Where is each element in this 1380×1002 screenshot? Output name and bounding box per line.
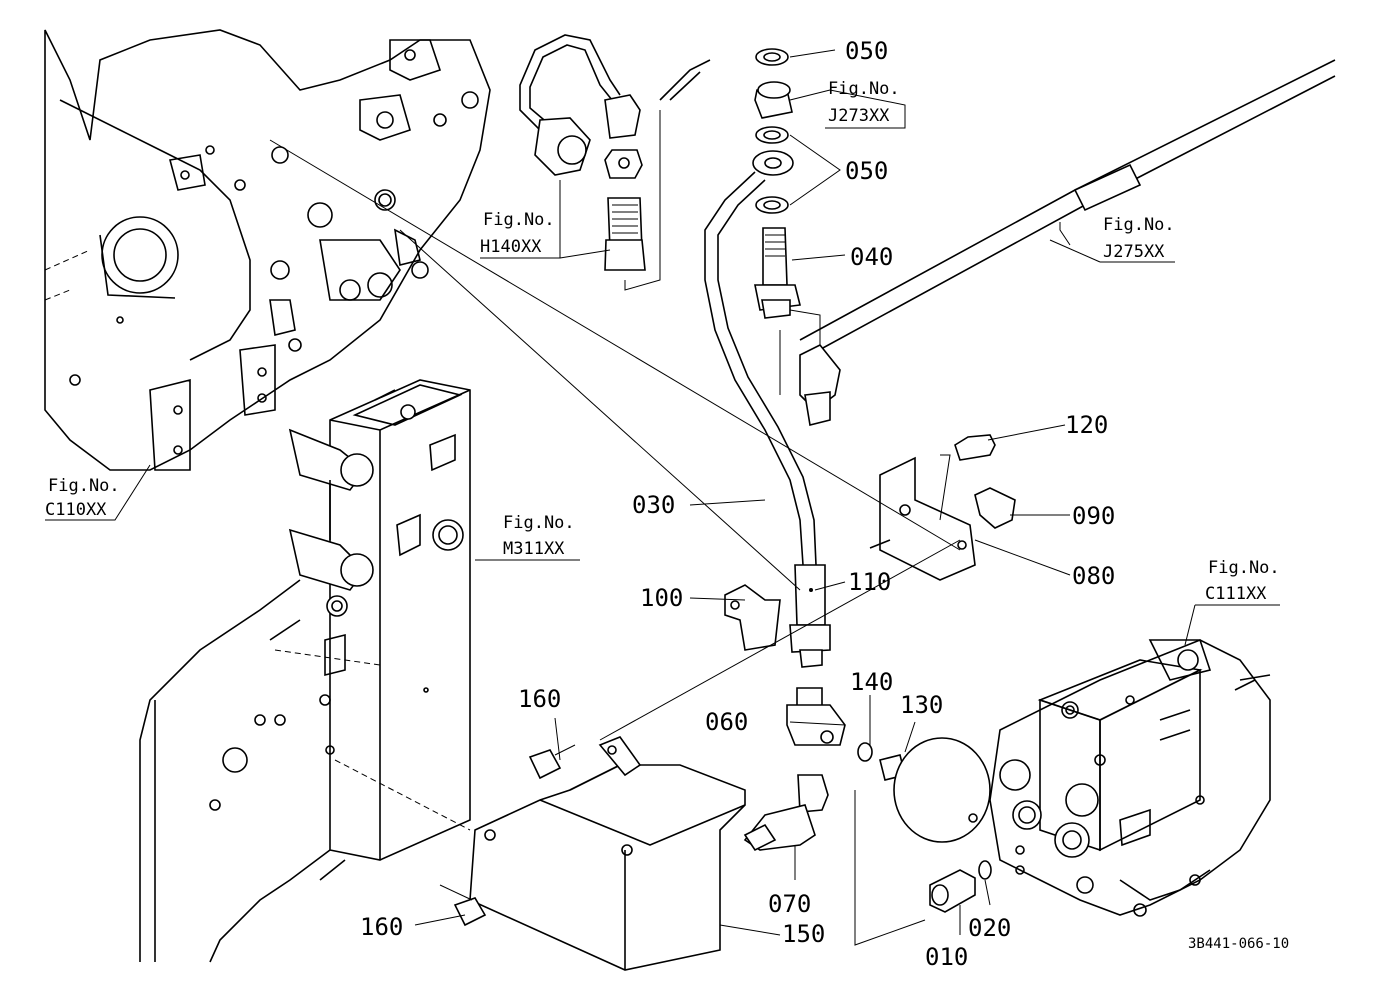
label-020: 020 [968,914,1011,942]
label-010: 010 [925,943,968,971]
fig-j275-code: J275XX [1103,242,1165,262]
label-110: 110 [848,568,891,596]
tee-and-accumulator [743,687,991,946]
label-070: 070 [768,890,811,918]
main-pipe [704,171,831,668]
pipe-clamp [724,584,781,651]
transmission-housing [44,29,491,471]
part-labels: 050 050 040 120 030 090 080 100 110 140 … [360,37,1115,971]
label-140: 140 [850,668,893,696]
fig-c110-label: Fig.No. [48,476,120,496]
label-160-upper: 160 [518,685,561,713]
label-050-top: 050 [845,37,888,65]
fig-j273-code: J273XX [828,106,890,126]
fig-h140-label: Fig.No. [483,210,555,230]
drawing-code: 3B441-066-10 [1188,936,1289,952]
label-060: 060 [705,708,748,736]
leader-lines [45,49,1280,936]
label-030: 030 [632,491,675,519]
fig-h140-code: H140XX [480,237,542,257]
fig-c110-code: C110XX [45,500,107,520]
frame-bracket-assembly [139,379,471,963]
cover-box [439,736,746,971]
label-150: 150 [782,920,825,948]
label-050: 050 [845,157,888,185]
label-090: 090 [1072,502,1115,530]
fig-m311-code: M311XX [503,539,565,559]
label-120: 120 [1065,411,1108,439]
fig-j273-label: Fig.No. [828,79,900,99]
control-valve-body [989,639,1271,917]
label-160-lower: 160 [360,913,403,941]
fig-j275-label: Fig.No. [1103,215,1175,235]
label-130: 130 [900,691,943,719]
fitting-and-oring [929,860,992,913]
mounting-bracket [869,434,1016,581]
fig-c111-label: Fig.No. [1208,558,1280,578]
label-080: 080 [1072,562,1115,590]
fig-c111-code: C111XX [1205,584,1267,604]
label-100: 100 [640,584,683,612]
label-040: 040 [850,243,893,271]
upper-pipes [519,34,1336,426]
banjo-fitting-stack [752,48,801,319]
figure-references: Fig.No. J273XX Fig.No. H140XX Fig.No. J2… [45,79,1280,604]
fig-m311-label: Fig.No. [503,513,575,533]
